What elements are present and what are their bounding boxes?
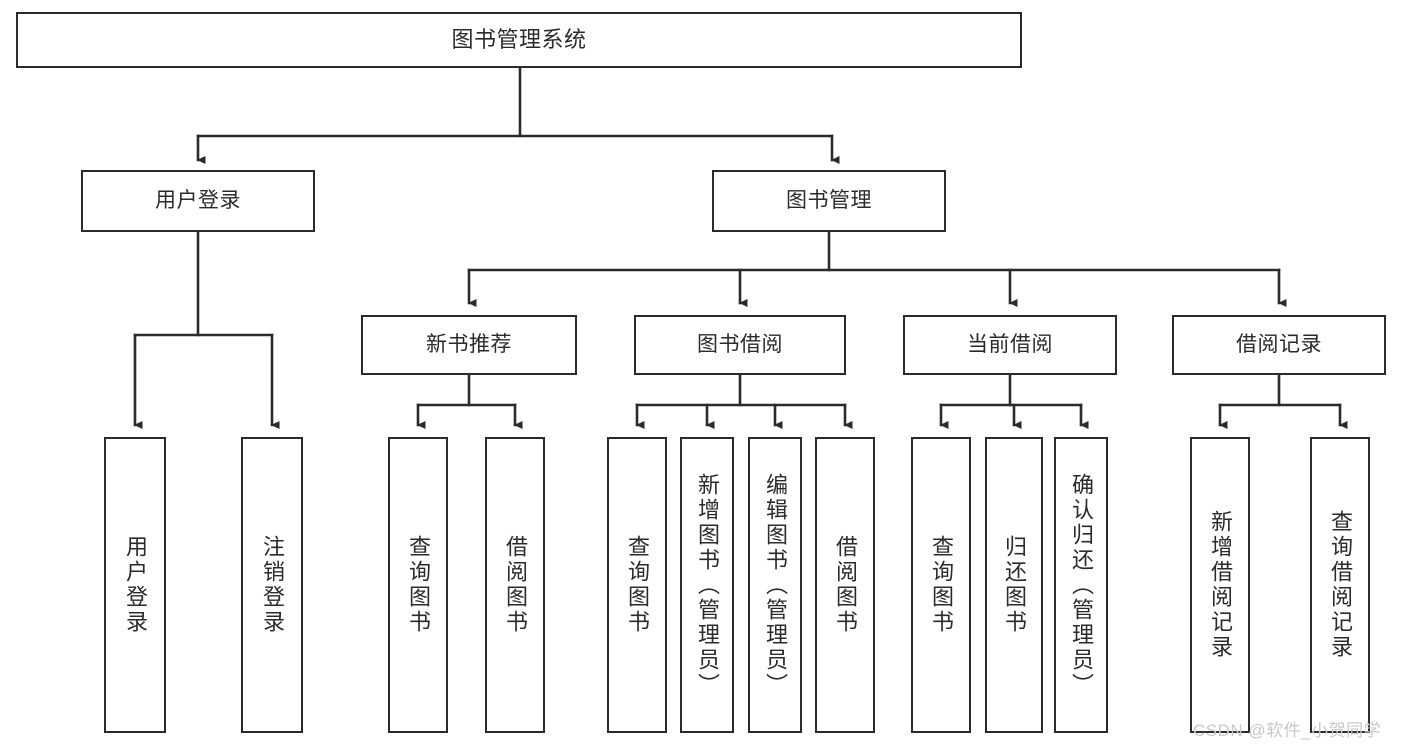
node-label: 编辑图书（管理员） [762,472,788,698]
node-label: 查询图书 [624,535,650,635]
node-label: 注销登录 [259,535,285,635]
node-leaf-add-borrow-record[interactable]: 新增借阅记录 [1190,437,1250,733]
node-book-borrow[interactable]: 图书借阅 [634,315,846,375]
node-new-book-recommend[interactable]: 新书推荐 [361,315,577,375]
edge-root-to-level2 [196,66,840,164]
node-leaf-borrow-book-2[interactable]: 借阅图书 [815,437,875,733]
edge-user-login-to-leaves [133,230,280,429]
node-leaf-borrow-book-1[interactable]: 借阅图书 [485,437,545,733]
node-leaf-query-book-1[interactable]: 查询图书 [388,437,448,733]
edge-book-borrow-to-leaves [635,373,853,429]
node-label: 图书借阅 [697,332,783,356]
node-leaf-logout[interactable]: 注销登录 [241,437,303,733]
node-leaf-confirm-return[interactable]: 确认归还（管理员） [1054,437,1108,733]
node-label: 图书管理 [786,188,872,212]
node-root-system[interactable]: 图书管理系统 [16,12,1022,68]
node-book-management[interactable]: 图书管理 [712,170,946,232]
node-label: 用户登录 [155,188,241,212]
node-label: 新增借阅记录 [1207,510,1233,660]
csdn-watermark: CSDN @软件_小贺同学 [1193,721,1382,740]
node-label: 查询图书 [928,535,954,635]
node-user-login[interactable]: 用户登录 [81,170,315,232]
node-label: 新书推荐 [426,332,512,356]
node-current-borrow[interactable]: 当前借阅 [903,315,1117,375]
node-label: 借阅图书 [832,535,858,635]
node-label: 当前借阅 [967,332,1053,356]
node-leaf-add-book[interactable]: 新增图书（管理员） [680,437,734,733]
node-borrow-record[interactable]: 借阅记录 [1172,315,1386,375]
node-label: 借阅图书 [502,535,528,635]
node-label: 归还图书 [1001,535,1027,635]
node-label: 查询图书 [405,535,431,635]
edge-current-borrow-to-leaves [939,373,1089,429]
node-label: 借阅记录 [1236,332,1322,356]
node-leaf-query-book-3[interactable]: 查询图书 [911,437,971,733]
node-label: 新增图书（管理员） [694,472,720,698]
node-leaf-edit-book[interactable]: 编辑图书（管理员） [748,437,802,733]
node-label: 确认归还（管理员） [1068,472,1094,698]
node-leaf-user-login[interactable]: 用户登录 [104,437,166,733]
node-leaf-query-borrow-record[interactable]: 查询借阅记录 [1310,437,1370,733]
node-label: 查询借阅记录 [1327,510,1353,660]
node-label: 用户登录 [122,535,148,635]
node-leaf-return-book[interactable]: 归还图书 [985,437,1043,733]
edge-borrow-record-to-leaves [1218,373,1348,429]
node-label: 图书管理系统 [451,27,587,53]
edge-book-mgmt-to-level3 [467,230,1287,307]
node-leaf-query-book-2[interactable]: 查询图书 [607,437,667,733]
edge-new-book-rec-to-leaves [416,373,523,429]
